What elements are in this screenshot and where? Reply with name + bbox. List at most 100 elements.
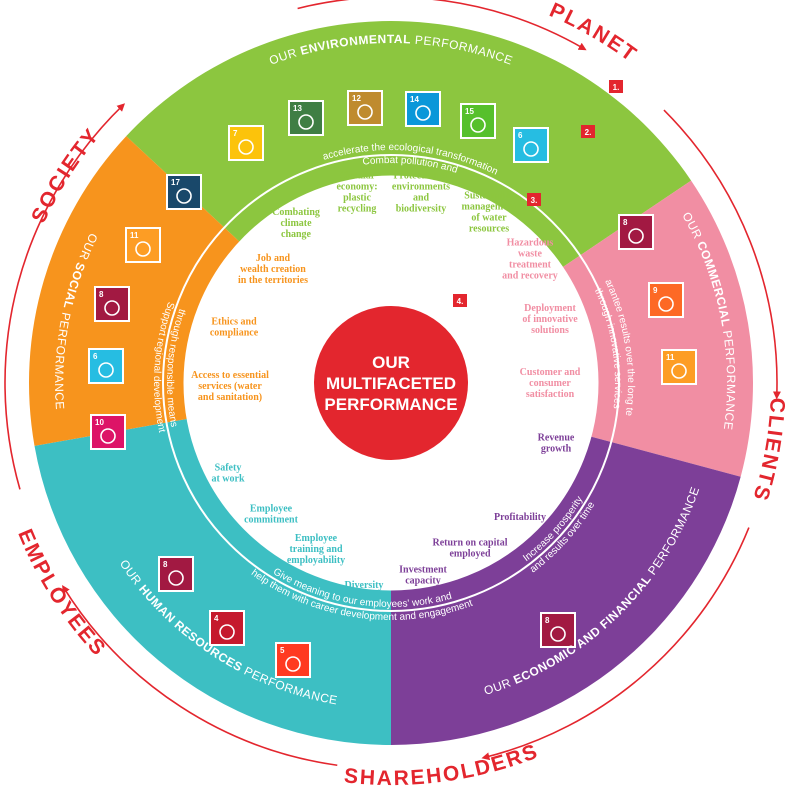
ring-dot bbox=[588, 344, 595, 351]
stakeholder-arrow bbox=[663, 109, 781, 400]
ring-dot bbox=[270, 212, 277, 219]
svg-text:environments: environments bbox=[392, 182, 450, 193]
svg-text:Ethics and: Ethics and bbox=[211, 317, 257, 328]
svg-text:1.: 1. bbox=[613, 83, 620, 92]
svg-text:Protection of: Protection of bbox=[393, 171, 449, 182]
sdg-14-icon: 14 bbox=[405, 91, 441, 127]
ring-dot bbox=[457, 571, 464, 578]
sdg-6-icon: 6 bbox=[88, 348, 124, 384]
stakeholder-arrow bbox=[62, 585, 338, 767]
svg-text:11: 11 bbox=[666, 353, 675, 362]
ring-dot bbox=[301, 195, 308, 202]
ring-dot bbox=[532, 235, 539, 242]
svg-text:Revenue: Revenue bbox=[538, 433, 575, 444]
svg-text:employed: employed bbox=[449, 549, 491, 560]
svg-text:10: 10 bbox=[95, 418, 104, 427]
sdg-8-icon: 8 bbox=[618, 214, 654, 250]
sdg-5-icon: 5 bbox=[275, 642, 311, 678]
svg-text:Customer and: Customer and bbox=[520, 367, 581, 378]
ring-dot bbox=[564, 278, 571, 284]
human-topic: Diversity bbox=[345, 580, 384, 591]
stakeholder-planet: PLANET bbox=[546, 0, 642, 67]
svg-text:Sustainable: Sustainable bbox=[464, 191, 514, 202]
ring-dot bbox=[352, 580, 359, 587]
svg-text:Combating: Combating bbox=[272, 207, 320, 218]
ring-dot bbox=[241, 521, 248, 528]
svg-text:and sanitation): and sanitation) bbox=[198, 392, 262, 403]
sdg-7-icon: 7 bbox=[228, 125, 264, 161]
svg-text:and: and bbox=[413, 193, 430, 204]
center-circle bbox=[314, 306, 468, 460]
svg-text:7: 7 bbox=[233, 129, 238, 138]
ring-dot bbox=[292, 560, 299, 567]
svg-text:in the territories: in the territories bbox=[238, 275, 308, 286]
stakeholder-clients: CLIENTS bbox=[748, 397, 789, 505]
ring-dot bbox=[190, 327, 197, 334]
ring-divider bbox=[162, 154, 620, 612]
svg-text:services (water: services (water bbox=[198, 381, 262, 392]
svg-text:waste: waste bbox=[518, 249, 542, 260]
sdg-6-icon: 6 bbox=[513, 127, 549, 163]
svg-text:Return on capital: Return on capital bbox=[433, 538, 508, 549]
sdg-11-icon: 11 bbox=[661, 349, 697, 385]
svg-text:Deployment: Deployment bbox=[524, 303, 576, 314]
sdg-12-icon: 12 bbox=[347, 90, 383, 126]
svg-text:Hazardous: Hazardous bbox=[507, 238, 554, 249]
center-title-line3: PERFORMANCE bbox=[324, 395, 457, 414]
ring-dot bbox=[483, 199, 490, 206]
sdg-4-icon: 4 bbox=[209, 610, 245, 646]
stakeholder-arrows bbox=[4, 0, 781, 767]
svg-text:Diversity: Diversity bbox=[345, 580, 384, 591]
sdg-13-icon: 13 bbox=[288, 100, 324, 136]
svg-text:satisfaction: satisfaction bbox=[526, 389, 575, 400]
svg-text:consumer: consumer bbox=[529, 378, 571, 389]
svg-text:change: change bbox=[281, 229, 312, 240]
ring-dot bbox=[572, 466, 579, 473]
svg-text:Employee: Employee bbox=[295, 533, 338, 544]
social-segment bbox=[29, 136, 241, 446]
inner-ring-edge bbox=[183, 175, 599, 591]
svg-text:8: 8 bbox=[545, 616, 550, 625]
svg-text:Employee: Employee bbox=[250, 504, 293, 515]
svg-text:11: 11 bbox=[130, 231, 139, 240]
svg-text:Profitability: Profitability bbox=[494, 512, 546, 523]
stakeholder-arrow bbox=[4, 103, 126, 490]
center-title-line1: OUR bbox=[372, 353, 410, 372]
svg-text:growth: growth bbox=[541, 444, 572, 455]
numbered-marker: 2. bbox=[581, 125, 595, 138]
svg-text:Job and: Job and bbox=[256, 253, 291, 264]
svg-text:compliance: compliance bbox=[210, 328, 259, 339]
svg-text:6: 6 bbox=[93, 352, 98, 361]
sdg-17-icon: 17 bbox=[166, 174, 202, 210]
ring-dot bbox=[207, 475, 214, 482]
environmental-segment bbox=[126, 20, 692, 268]
numbered-marker: 1. bbox=[609, 80, 623, 93]
ring-dot bbox=[544, 511, 551, 518]
svg-text:economy:: economy: bbox=[336, 182, 377, 193]
ring-dot bbox=[187, 415, 194, 422]
sdg-10-icon: 10 bbox=[90, 414, 126, 450]
svg-text:commitment: commitment bbox=[244, 515, 299, 526]
stakeholder-shareholders: SHAREHOLDERS bbox=[343, 740, 542, 789]
svg-text:Investment: Investment bbox=[399, 565, 447, 576]
sdg-8-icon: 8 bbox=[158, 556, 194, 592]
svg-text:Circular: Circular bbox=[339, 171, 376, 182]
svg-text:at work: at work bbox=[211, 474, 244, 485]
sdg-9-icon: 9 bbox=[648, 282, 684, 318]
svg-text:2.: 2. bbox=[585, 128, 592, 137]
svg-text:of water: of water bbox=[471, 213, 507, 224]
center-badge: OUR MULTIFACETED PERFORMANCE bbox=[314, 306, 468, 460]
svg-text:employability: employability bbox=[287, 555, 345, 566]
svg-text:and recovery: and recovery bbox=[502, 271, 558, 282]
svg-text:Access to essential: Access to essential bbox=[191, 370, 269, 381]
svg-text:treatment: treatment bbox=[509, 260, 552, 271]
